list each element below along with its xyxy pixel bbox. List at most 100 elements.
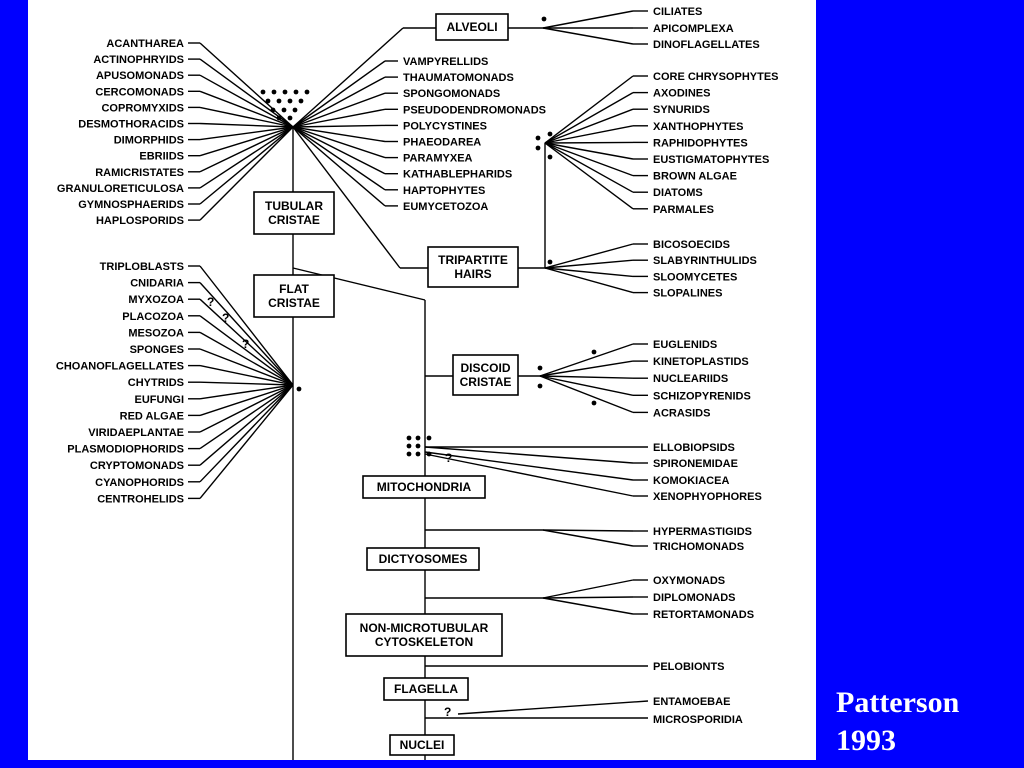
taxon-label-gymnosphaerids: GYMNOSPHAERIDS [78, 199, 184, 211]
box-alveoli-label: ALVEOLI [446, 20, 497, 34]
branch-line [292, 92, 386, 128]
box-alveoli [435, 13, 509, 41]
branch-line [292, 126, 386, 159]
polytomy-dot [537, 365, 543, 371]
branch-line [539, 375, 634, 379]
taxon-label-ramicristates: RAMICRISTATES [95, 167, 184, 179]
polytomy-dot [260, 89, 266, 95]
uncertain-mark: ? [222, 311, 229, 325]
branch-line [199, 58, 294, 128]
branch-line [199, 315, 294, 386]
polytomy-dot [415, 443, 421, 449]
taxon-label-kathablepharids: KATHABLEPHARIDS [403, 169, 512, 181]
polytomy-dot [591, 400, 597, 406]
taxon-label-haplosporids: HAPLOSPORIDS [96, 215, 184, 227]
taxon-label-brown-algae: BROWN ALGAE [653, 171, 737, 183]
branch-line [199, 122, 294, 128]
taxon-label-nucleariids: NUCLEARIIDS [653, 373, 728, 385]
taxon-label-copromyxids: COPROMYXIDS [101, 102, 184, 114]
branch-line [199, 126, 294, 141]
polytomy-dot [535, 135, 541, 141]
taxon-label-entamoebae: ENTAMOEBAE [653, 696, 730, 708]
taxon-label-cercomonads: CERCOMONADS [95, 86, 184, 98]
branch-line [542, 529, 634, 532]
taxon-label-hypermastigids: HYPERMASTIGIDS [653, 526, 752, 538]
flat-cristae-branch [292, 267, 426, 301]
taxon-label-thaumatomonads: THAUMATOMONADS [403, 72, 514, 84]
phylogenetic-tree: ACANTHAREA ACTINOPHRYIDS APUSOMONADS CERCOM… [56, 6, 779, 760]
uncertain-mark: ? [444, 705, 451, 719]
taxon-label-euglenids: EUGLENIDS [653, 339, 717, 351]
branch-line [539, 375, 634, 414]
box-flagella [383, 677, 469, 701]
polytomy-dot [298, 98, 304, 104]
taxon-label-oxymonads: OXYMONADS [653, 575, 725, 587]
taxon-label-bicosoecids: BICOSOECIDS [653, 239, 730, 251]
uncertain-mark: ? [445, 451, 452, 465]
polytomy-dot [541, 16, 547, 22]
taxon-label-core-chrysophytes: CORE CHRYSOPHYTES [653, 71, 779, 83]
taxon-label-spongomonads: SPONGOMONADS [403, 88, 500, 100]
taxon-label-eufungi: EUFUNGI [135, 394, 185, 406]
box-mitochondria-label: MITOCHONDRIA [377, 480, 472, 494]
taxon-label-schizopyrenids: SCHIZOPYRENIDS [653, 390, 751, 402]
branch-line [292, 124, 386, 128]
polytomy-dot [547, 154, 553, 160]
box-dictyosomes [366, 547, 480, 571]
polytomy-dot [282, 89, 288, 95]
box-tubular-cristae-label: TUBULAR [265, 199, 323, 213]
box-tripartite-hairs-label: TRIPARTITE [438, 253, 508, 267]
taxon-label-acantharea: ACANTHAREA [106, 38, 184, 50]
taxon-label-dinoflagellates: DINOFLAGELLATES [653, 39, 760, 51]
taxon-label-xenophyophores: XENOPHYOPHORES [653, 491, 762, 503]
tree-branches [188, 10, 649, 760]
polytomy-dot [296, 386, 302, 392]
polytomy-dot [591, 349, 597, 355]
taxon-label-retortamonads: RETORTAMONADS [653, 609, 754, 621]
taxon-label-viridaeplantae: VIRIDAEPLANTAE [88, 427, 184, 439]
branch-line [544, 267, 634, 294]
box-flat-cristae [253, 274, 335, 318]
box-flat-cristae-label: FLAT [279, 282, 309, 296]
branch-line [199, 381, 294, 386]
polytomy-dot [537, 383, 543, 389]
polytomy-dot [547, 131, 553, 137]
taxon-label-raphidophytes: RAPHIDOPHYTES [653, 137, 748, 149]
box-tubular-cristae-label: CRISTAE [268, 213, 320, 227]
branch-line [199, 126, 294, 205]
taxon-label-vampyrellids: VAMPYRELLIDS [403, 56, 488, 68]
taxon-label-haptophytes: HAPTOPHYTES [403, 185, 485, 197]
branch-line [199, 384, 294, 483]
taxon-label-axodines: AXODINES [653, 88, 710, 100]
polytomy-dot [535, 145, 541, 151]
branch-line [199, 384, 294, 450]
box-discoid-cristae [452, 354, 519, 396]
branch-line [199, 265, 294, 386]
polytomy-dots [260, 16, 597, 457]
branch-line [199, 90, 294, 128]
box-discoid-cristae-label: CRISTAE [460, 375, 512, 389]
polytomy-dot [276, 115, 282, 121]
box-dictyosomes-label: DICTYOSOMES [379, 552, 468, 566]
branch-line [199, 384, 294, 499]
box-nuclei [389, 734, 455, 756]
box-flagella-label: FLAGELLA [394, 682, 458, 696]
polytomy-dot [547, 259, 553, 265]
branch-line [544, 141, 634, 144]
branch-line [199, 126, 294, 189]
taxon-label-eustigmatophytes: EUSTIGMATOPHYTES [653, 154, 769, 166]
taxon-label-triploblasts: TRIPLOBLASTS [100, 261, 184, 273]
taxon-label-placozoa: PLACOZOA [122, 311, 184, 323]
branch-line [544, 142, 634, 193]
taxon-label-cyanophorids: CYANOPHORIDS [95, 477, 184, 489]
branch-line [542, 27, 634, 45]
branch-line [544, 125, 634, 144]
taxon-label-acrasids: ACRASIDS [653, 407, 710, 419]
taxon-labels: ACANTHAREA ACTINOPHRYIDS APUSOMONADS CERCOM… [56, 6, 779, 726]
taxon-label-diplomonads: DIPLOMONADS [653, 592, 736, 604]
taxon-label-actinophryids: ACTINOPHRYIDS [93, 54, 184, 66]
taxon-label-myxozoa: MYXOZOA [128, 294, 184, 306]
uncertain-mark: ? [242, 337, 249, 351]
box-mitochondria [362, 475, 486, 499]
taxon-label-apusomonads: APUSOMONADS [96, 70, 184, 82]
